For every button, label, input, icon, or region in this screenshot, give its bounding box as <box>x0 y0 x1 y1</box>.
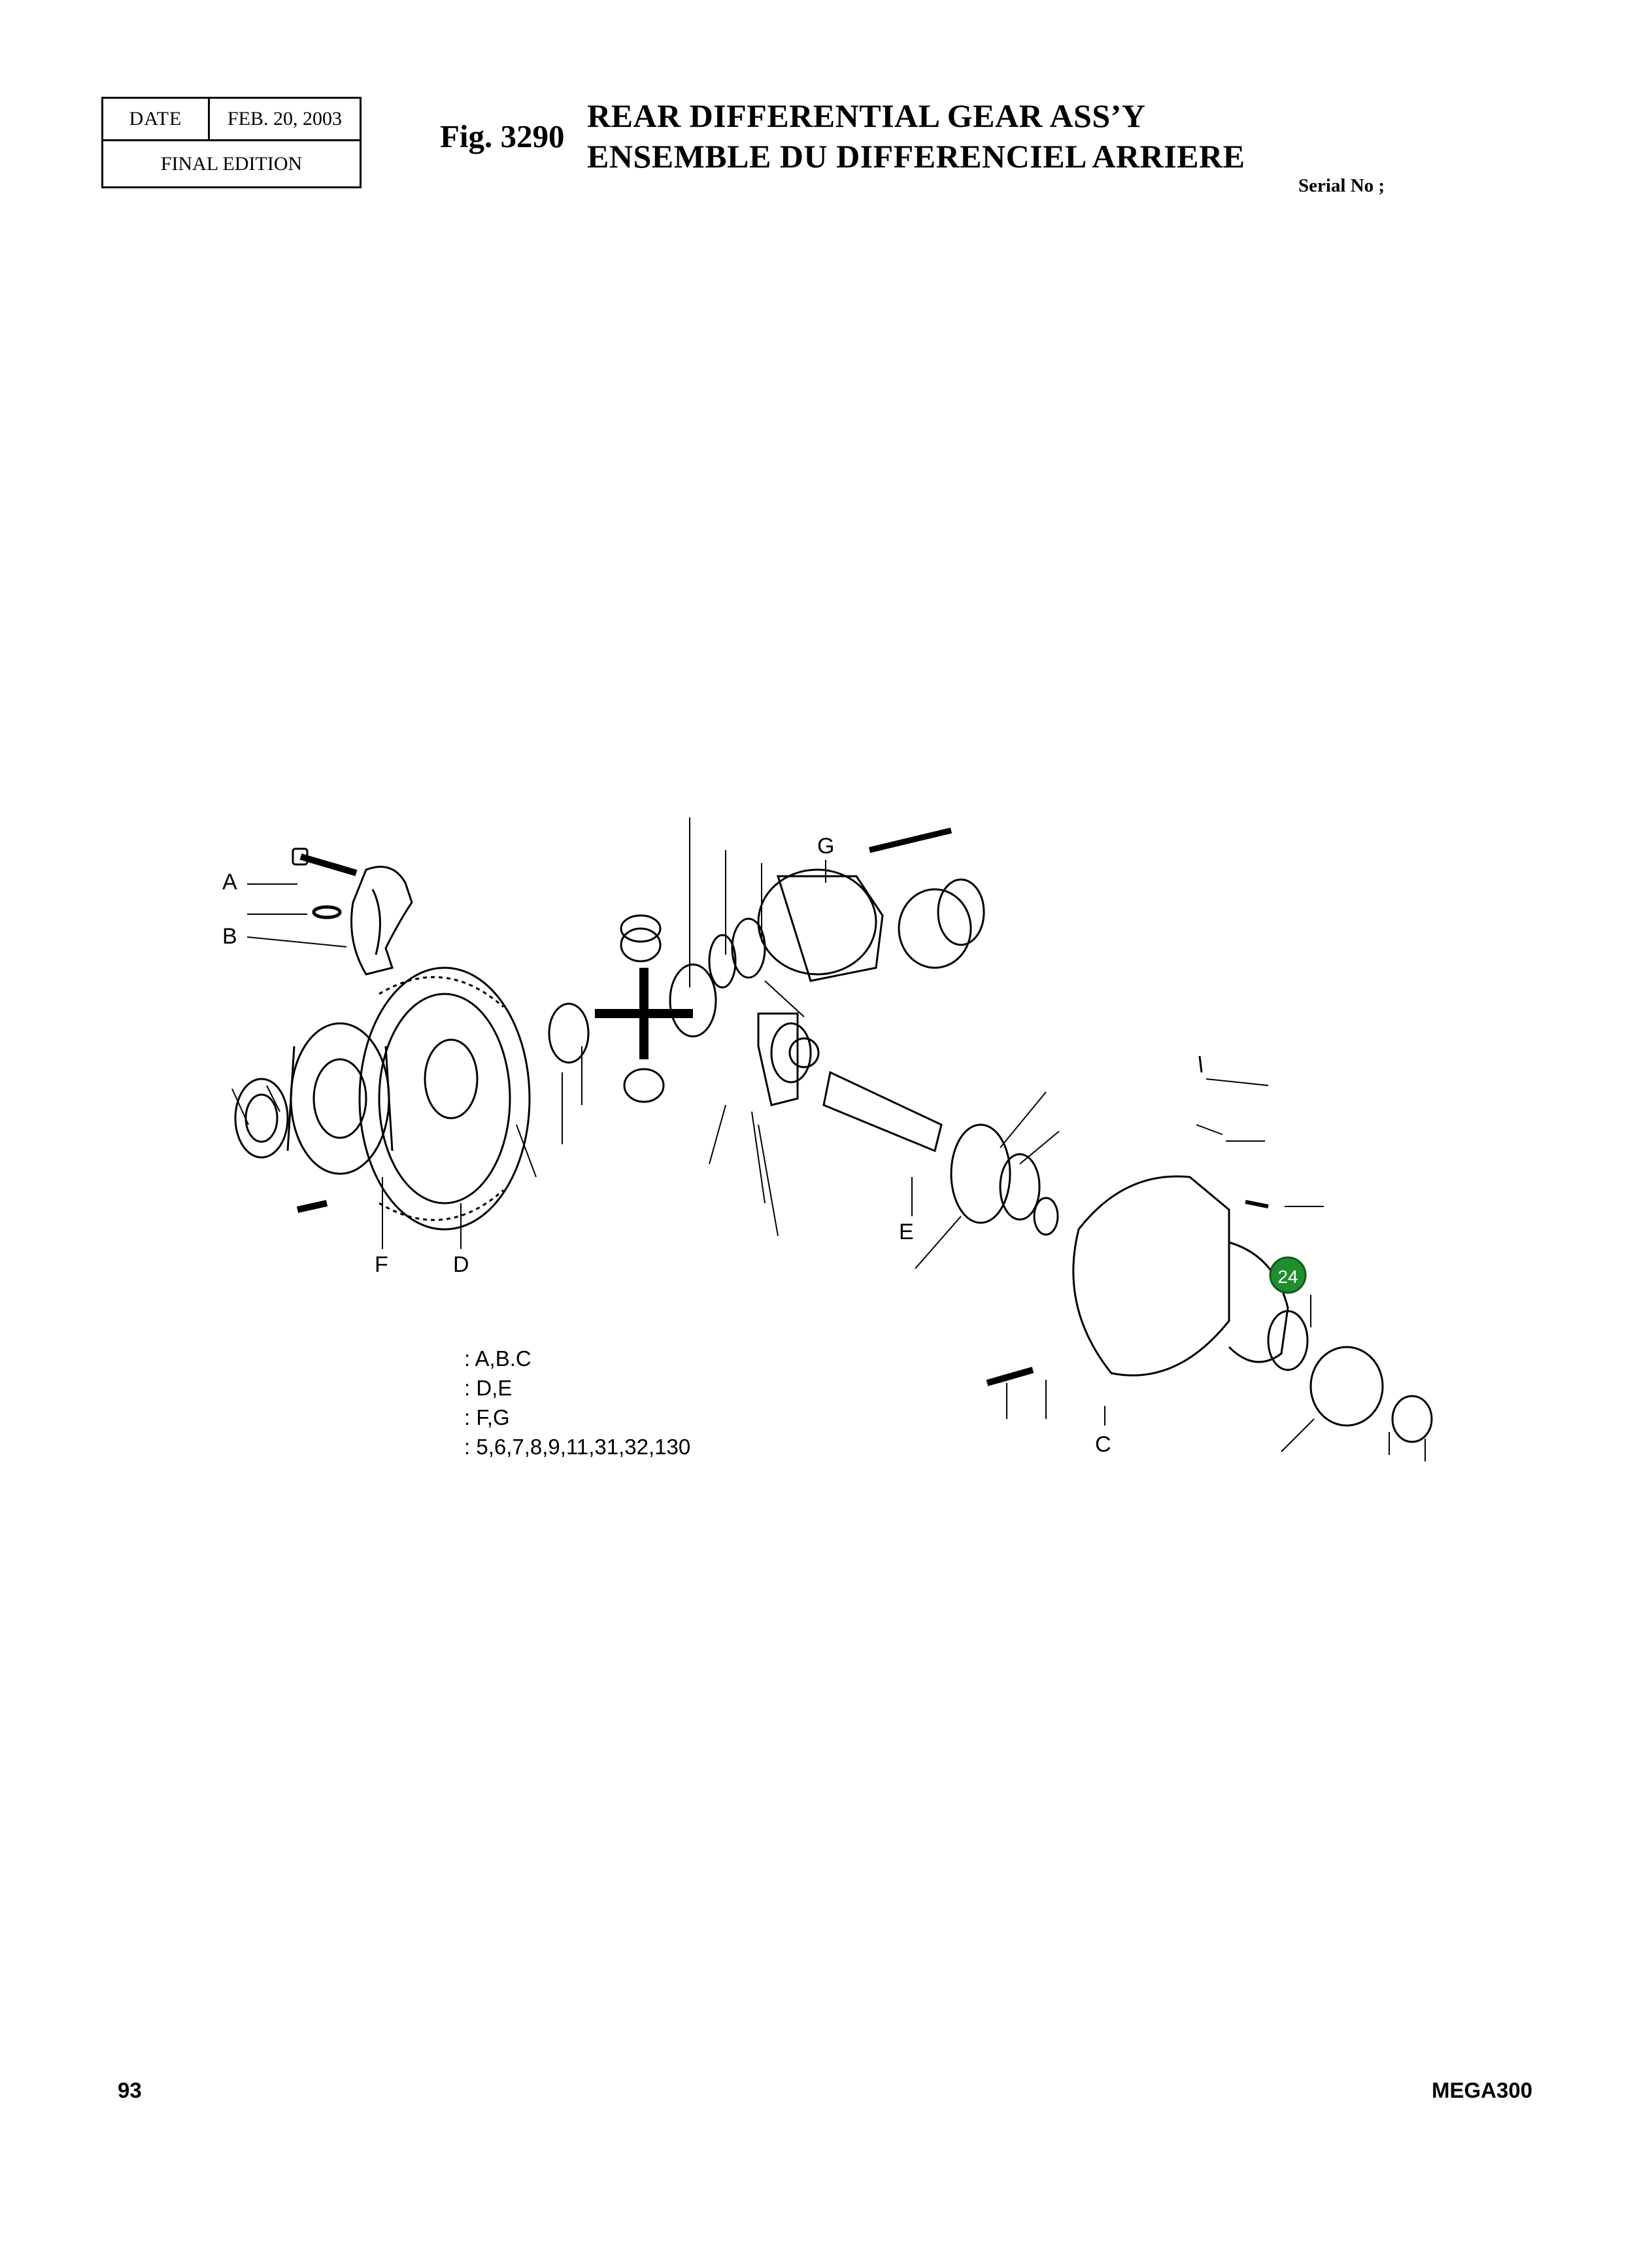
date-row: DATE FEB. 20, 2003 <box>103 99 360 141</box>
callout-d: D <box>453 1203 469 1277</box>
differential-case <box>234 1022 394 1175</box>
callout-letter-g: G <box>817 834 834 859</box>
callout-letter-f: F <box>375 1252 388 1277</box>
callout-letter-d: D <box>453 1252 469 1277</box>
diff-housing-half <box>708 868 985 989</box>
legend-line: : F,G <box>464 1405 510 1429</box>
callout-e: E <box>899 1177 914 1244</box>
callout-letter-e: E <box>899 1220 914 1244</box>
callout-letter-b: B <box>222 924 237 949</box>
edition-label: FINAL EDITION <box>160 153 303 175</box>
callout-b: B <box>222 924 347 949</box>
case-bolt <box>296 1200 328 1213</box>
callout-letter-c: C <box>1095 1432 1111 1457</box>
small-pin <box>1196 1055 1223 1135</box>
callout-letter-a: A <box>222 870 237 895</box>
legend-line: : A,B.C <box>464 1346 531 1371</box>
legend-line: : D,E <box>464 1376 513 1400</box>
carrier-bracket <box>757 1012 820 1106</box>
serial-number-label: Serial No ; <box>1298 175 1385 196</box>
bearing-cap-assembly <box>292 847 413 976</box>
page-number: 93 <box>118 2078 142 2102</box>
pinion-shaft <box>770 1022 1059 1236</box>
legend-line: : 5,6,7,8,9,11,31,32,130 <box>464 1435 691 1459</box>
date-label: DATE <box>103 99 210 139</box>
callout-g: G <box>817 834 834 883</box>
crown-wheel <box>358 966 531 1231</box>
axle-housing <box>1072 1175 1433 1443</box>
figure-title-french: ENSEMBLE DU DIFFERENCIEL ARRIERE <box>587 138 1245 175</box>
callout-a: A <box>222 870 307 915</box>
housing-stud <box>986 1200 1269 1386</box>
part-number-24: 24 <box>1277 1267 1298 1287</box>
date-value: FEB. 20, 2003 <box>227 108 343 129</box>
callout-f: F <box>375 1177 388 1277</box>
callout-c: C <box>1095 1406 1111 1457</box>
kit-legend: : A,B.C : D,E : F,G : 5,6,7,8,9,11,31,32… <box>464 1344 690 1461</box>
housing-bolt <box>868 827 952 853</box>
leader-lines <box>231 817 1426 1461</box>
figure-number: Fig. 3290 <box>440 118 565 154</box>
highlight-part-24[interactable]: 24 <box>1269 1256 1307 1294</box>
date-edition-box: DATE FEB. 20, 2003 FINAL EDITION <box>101 97 362 188</box>
figure-title-english: REAR DIFFERENTIAL GEAR ASS’Y <box>587 97 1146 134</box>
spider-gears <box>548 914 717 1103</box>
model-name: MEGA300 <box>1432 2078 1533 2102</box>
